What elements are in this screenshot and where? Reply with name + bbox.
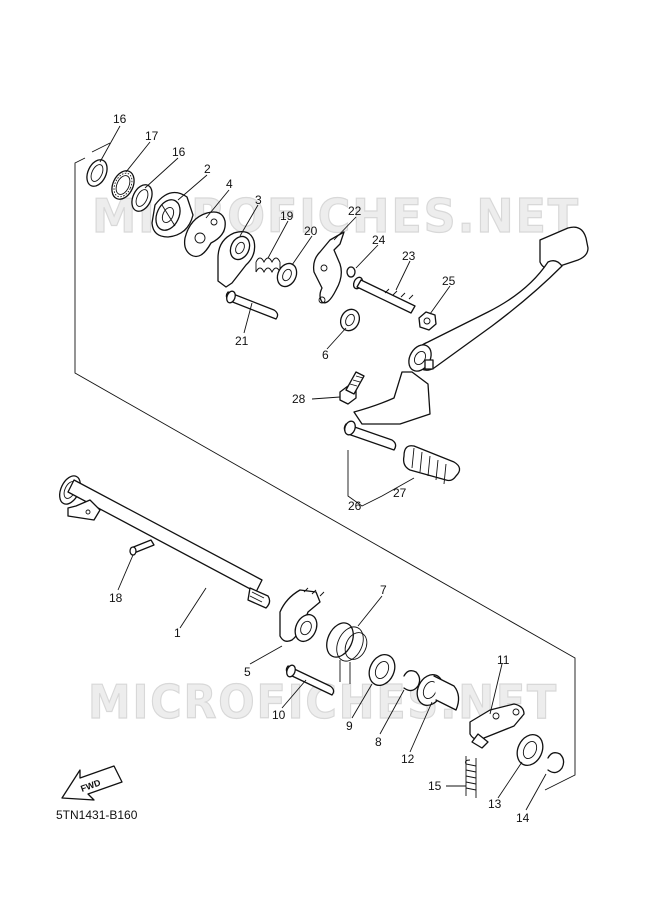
callout-24: 24 — [372, 233, 386, 247]
callout-17: 17 — [145, 129, 159, 143]
part-shift-arm-3[interactable] — [217, 230, 256, 288]
callout-12: 12 — [401, 752, 415, 766]
callout-28: 28 — [292, 392, 306, 406]
callout-11: 11 — [497, 653, 510, 667]
part-washer-13[interactable] — [512, 730, 547, 769]
part-pawl-11[interactable] — [469, 703, 525, 749]
part-spring-19[interactable] — [255, 257, 281, 274]
callout-23: 23 — [402, 249, 416, 263]
callout-19: 19 — [280, 209, 294, 223]
part-collar-6[interactable] — [337, 306, 363, 334]
part-bolt-23[interactable] — [352, 276, 416, 314]
frame-lines — [74, 142, 576, 791]
part-bearing-17[interactable] — [108, 167, 139, 203]
part-pin-18[interactable] — [129, 539, 155, 556]
part-stopper-lever-22[interactable] — [312, 231, 345, 304]
callout-9: 9 — [346, 719, 353, 733]
callout-13: 13 — [488, 797, 502, 811]
part-rubber-27[interactable] — [402, 445, 461, 485]
callout-7: 7 — [380, 583, 387, 597]
part-shift-arm-5[interactable] — [279, 587, 325, 645]
callout-5: 5 — [244, 665, 251, 679]
part-collar-12[interactable] — [412, 670, 460, 711]
part-nut-25[interactable] — [418, 311, 437, 331]
callout-4: 4 — [226, 177, 233, 191]
callout-2: 2 — [204, 162, 211, 176]
callout-1: 1 — [174, 626, 181, 640]
callout-10: 10 — [272, 708, 286, 722]
callout-15: 15 — [428, 779, 442, 793]
callout-16-second: 16 — [172, 145, 186, 159]
leader-lines — [99, 125, 547, 811]
part-segment-2[interactable] — [151, 191, 194, 238]
part-washer-16a[interactable] — [83, 157, 111, 190]
callout-14: 14 — [516, 811, 530, 825]
callout-3: 3 — [255, 193, 262, 207]
callout-18: 18 — [109, 591, 123, 605]
callout-6: 6 — [322, 348, 329, 362]
callout-labels: 16 17 16 2 4 3 19 20 22 24 23 25 21 6 28… — [109, 112, 530, 825]
part-circlip-8[interactable] — [403, 670, 421, 692]
callout-22: 22 — [348, 204, 362, 218]
part-washer-20[interactable] — [274, 260, 300, 289]
part-oring-24[interactable] — [346, 266, 356, 278]
part-shift-shaft-1[interactable] — [56, 473, 271, 609]
part-pin-10[interactable] — [285, 664, 335, 696]
callout-16-top: 16 — [113, 112, 127, 126]
part-bolt-28[interactable] — [339, 371, 365, 405]
part-pin-21[interactable] — [225, 290, 279, 320]
part-washer-9[interactable] — [364, 650, 399, 689]
callout-8: 8 — [375, 735, 382, 749]
part-plate-4[interactable] — [183, 211, 226, 258]
part-spring-7[interactable] — [322, 619, 371, 684]
callout-27: 27 — [393, 486, 407, 500]
fwd-arrow-icon: FWD — [61, 765, 123, 801]
part-circlip-14[interactable] — [547, 752, 565, 774]
callout-20: 20 — [304, 224, 318, 238]
callout-21: 21 — [235, 334, 249, 348]
callout-26: 26 — [348, 499, 362, 513]
callout-25: 25 — [442, 274, 456, 288]
part-spring-15[interactable] — [465, 756, 477, 798]
diagram-code: 5TN1431-B160 — [56, 808, 138, 822]
part-shift-pedal-26[interactable] — [343, 226, 589, 451]
